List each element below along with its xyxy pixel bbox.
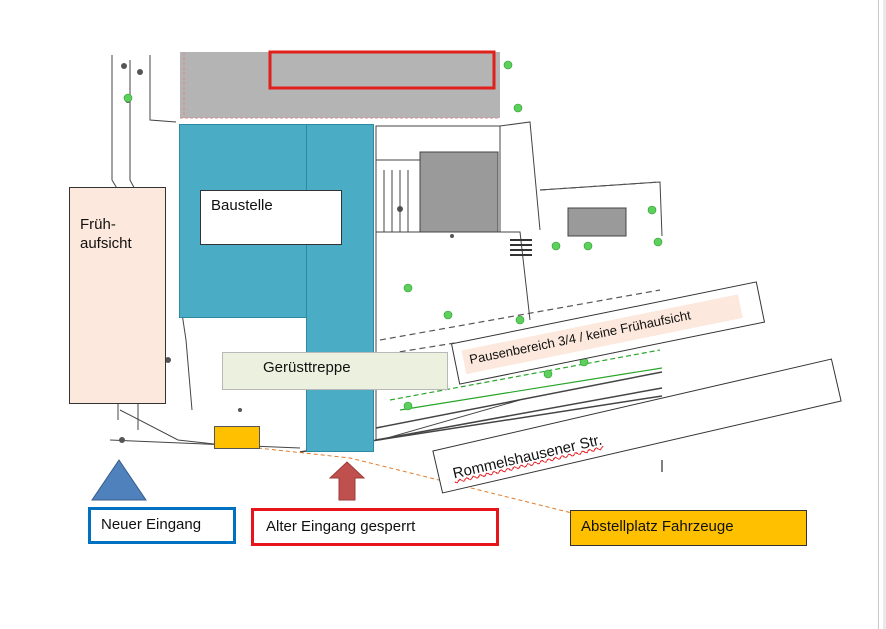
- geruest-block: [306, 124, 374, 452]
- green-lines: [389, 349, 663, 411]
- abstellplatz-box: Abstellplatz Fahrzeuge: [570, 510, 807, 546]
- small-building: [419, 151, 499, 233]
- parking-marker: [214, 426, 260, 449]
- fruehaufsicht-label: Früh- aufsicht: [80, 216, 132, 252]
- main-building: [180, 52, 500, 118]
- baustelle-label-box: Baustelle: [200, 190, 342, 245]
- alter-eingang-box: Alter Eingang gesperrt: [251, 508, 499, 546]
- fruehaufsicht-box: Früh- aufsicht: [69, 187, 166, 404]
- alter-eingang-arrow-icon: [328, 461, 366, 501]
- main-building-outline: [268, 50, 496, 90]
- garage-building: [567, 207, 627, 237]
- geruesttreppe-label: Gerüsttreppe: [263, 359, 351, 376]
- neuer-eingang-box: Neuer Eingang: [88, 507, 236, 544]
- page-edge: [878, 0, 879, 629]
- stairs-icon: [510, 239, 532, 256]
- alter-eingang-label: Alter Eingang gesperrt: [266, 518, 416, 535]
- page-edge-shadow: [883, 0, 886, 629]
- right-structures: [375, 121, 663, 441]
- neuer-eingang-label: Neuer Eingang: [101, 516, 202, 533]
- neuer-eingang-triangle: [91, 459, 147, 501]
- tree-icons: [123, 60, 663, 411]
- baustelle-label: Baustelle: [211, 197, 273, 214]
- abstellplatz-label: Abstellplatz Fahrzeuge: [581, 518, 734, 535]
- geruesttreppe-box: Gerüsttreppe: [222, 352, 448, 390]
- abstellplatz-guide-line: [257, 447, 581, 516]
